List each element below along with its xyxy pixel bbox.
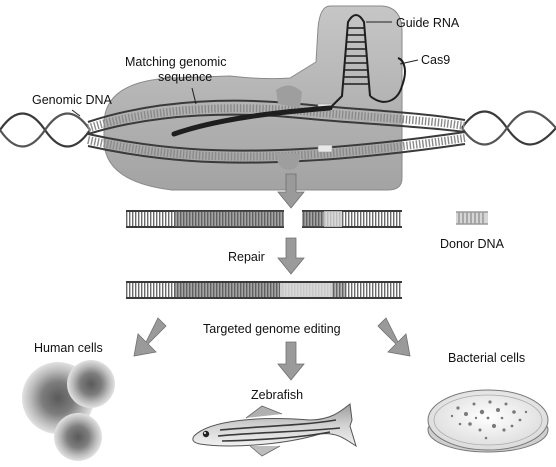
donor-dna [456,211,488,225]
zebrafish-label: Zebrafish [251,388,303,402]
matching-genomic-sequence [171,105,333,137]
guide-rna [329,14,406,109]
protein-lobe-bottom [276,152,300,170]
human-cells-illustration [22,360,115,461]
cas9-label: Cas9 [421,53,450,67]
arrow-to-zebrafish [277,341,305,381]
donor-dna-label: Donor DNA [440,237,505,251]
arrow-down-1 [277,173,305,209]
targeted-genome-editing-label: Targeted genome editing [203,322,341,336]
zebrafish-illustration [192,403,357,457]
repaired-dna [126,281,402,299]
arrow-down-2 [277,237,305,275]
guide-rna-label: Guide RNA [396,16,460,30]
bacterial-cells-label: Bacterial cells [448,351,525,365]
cas9-protein [103,5,403,191]
arrow-to-human-cells [133,317,167,357]
cut-dna-right [302,210,402,228]
matching-sequence-label-1: Matching genomic [125,55,226,69]
protein-lobe-top [276,85,302,108]
human-cells-label: Human cells [34,341,103,355]
leader-lines [71,21,419,117]
cut-site-bottom [317,144,333,153]
matching-sequence-label-2: sequence [158,70,212,84]
genomic-dna-helix [0,110,556,148]
arrow-to-bacterial-cells [377,317,411,357]
repair-label: Repair [228,250,265,264]
genomic-dna-label: Genomic DNA [32,93,113,107]
cut-dna-left [126,210,284,228]
petri-dish-illustration [427,389,549,453]
